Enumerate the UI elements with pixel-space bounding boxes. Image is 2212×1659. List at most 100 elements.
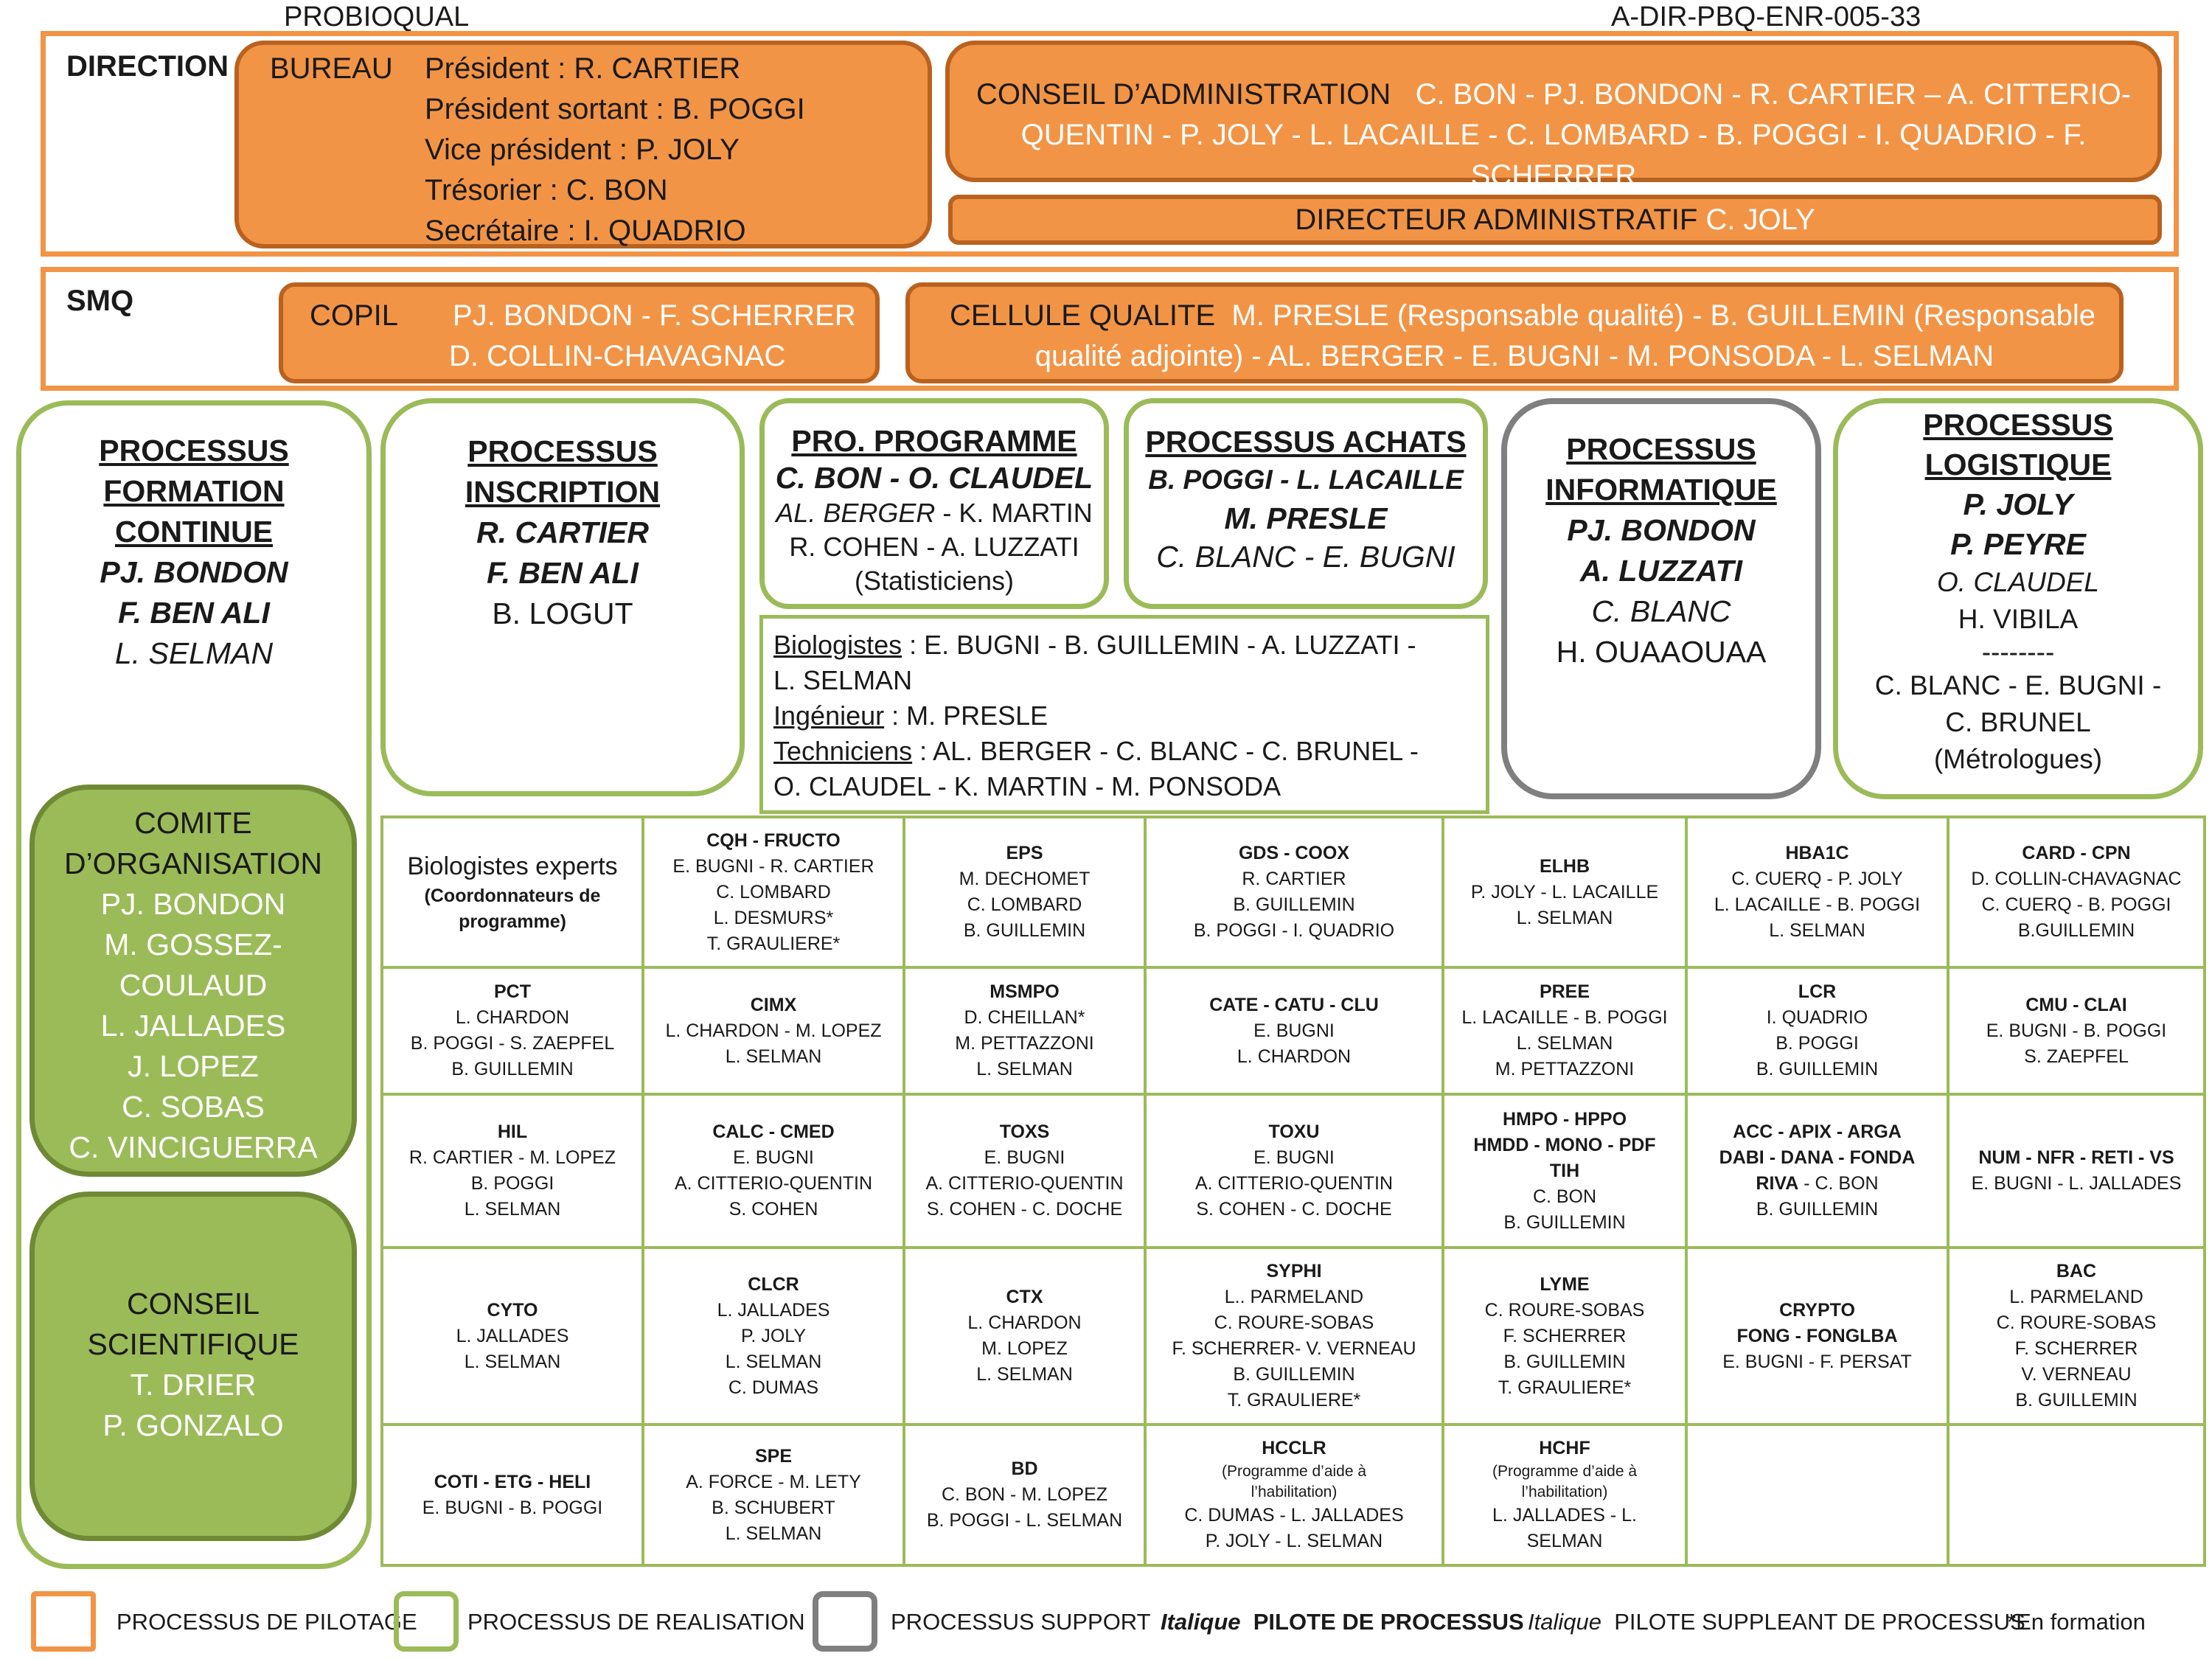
program-expert: B. POGGI - S. ZAEPFEL <box>410 1033 615 1054</box>
bureau-member: Vice président : P. JOLY <box>425 133 740 166</box>
program-code: CMU - CLAI <box>2025 994 2127 1015</box>
processus-inscription: PROCESSUS INSCRIPTION R. CARTIER F. BEN … <box>380 398 745 796</box>
grid-header-title: Biologistes experts <box>407 852 618 880</box>
comite-title: COMITE <box>134 806 252 840</box>
program-expert: F. SCHERRER <box>2014 1338 2138 1359</box>
conseil-scientifique-member: P. GONZALO <box>102 1408 284 1442</box>
staff-content: Biologistes : E. BUGNI - B. GUILLEMIN - … <box>773 627 1419 804</box>
program-expert: L. SELMAN <box>725 1351 822 1372</box>
program-expert: L. SELMAN <box>1516 907 1613 928</box>
legend-realisation-label: PROCESSUS DE REALISATION <box>467 1609 805 1635</box>
programme-note: (Statisticiens) <box>854 566 1015 596</box>
legend-support-swatch <box>813 1591 877 1652</box>
formation-title-line: FORMATION <box>103 474 285 508</box>
program-code: FONG - FONGLBA <box>1736 1325 1898 1346</box>
program-expert: L.. PARMELAND <box>1224 1287 1364 1307</box>
grid-header-cell: Biologistes experts (Coordonnateurs de pr… <box>380 815 644 969</box>
legend-pilotage-swatch <box>31 1591 96 1652</box>
inscription-title-line: PROCESSUS <box>467 434 658 468</box>
copil-members: PJ. BONDON - F. SCHERRER <box>453 299 856 332</box>
program-expert: A. CITTERIO-QUENTIN <box>674 1173 873 1194</box>
program-code: MSMPO <box>990 981 1060 1002</box>
directeur-administratif-box: DIRECTEUR ADMINISTRATIF C. JOLY <box>948 195 2162 245</box>
informatique-member: H. OUAAOUAA <box>1556 635 1767 669</box>
program-expert: A. FORCE - M. LETY <box>686 1471 861 1492</box>
program-expert: L. SELMAN <box>976 1364 1073 1385</box>
program-expert: B. POGGI <box>470 1173 554 1194</box>
program-expert: C. ROURE-SOBAS <box>1214 1312 1374 1333</box>
comite-member: L. JALLADES <box>100 1009 286 1043</box>
achats-pilote: B. POGGI - L. LACAILLE <box>1148 465 1464 495</box>
logistique-member: H. VIBILA <box>1958 604 2079 634</box>
program-expert: A. CITTERIO-QUENTIN <box>925 1173 1124 1194</box>
programme-suppleant: AL. BERGER <box>776 498 936 528</box>
achats-pilote: M. PRESLE <box>1224 501 1388 535</box>
program-code: SPE <box>754 1445 793 1467</box>
program-code: NUM - NFR - RETI - VS <box>1978 1147 2174 1168</box>
program-expert: L. SELMAN <box>725 1046 822 1067</box>
cellule-qualite-members: M. PRESLE (Responsable qualité) - B. GUI… <box>1231 299 2096 332</box>
program-code: CYTO <box>487 1299 538 1321</box>
table-row: Biologistes experts (Coordonnateurs de pr… <box>380 815 2206 969</box>
biologistes-names: : E. BUGNI - B. GUILLEMIN - A. LUZZATI - <box>902 630 1416 660</box>
program-expert: C. LOMBARD <box>967 894 1082 915</box>
conseil-scientifique-box: CONSEIL SCIENTIFIQUE T. DRIER P. GONZALO <box>29 1192 357 1541</box>
legend-support-label: PROCESSUS SUPPORT <box>891 1609 1151 1635</box>
program-expert: L. CHARDON <box>967 1312 1082 1333</box>
ingenieur-line: Ingénieur : M. PRESLE <box>773 698 1419 734</box>
inscription-title-line: INSCRIPTION <box>465 475 661 509</box>
directeur-line: DIRECTEUR ADMINISTRATIF C. JOLY <box>953 200 2157 240</box>
program-expert: B. SCHUBERT <box>712 1497 835 1518</box>
legend-pilotage-label: PROCESSUS DE PILOTAGE <box>116 1609 417 1635</box>
processus-logistique: PROCESSUS LOGISTIQUE P. JOLY P. PEYRE O.… <box>1833 398 2203 799</box>
program-code: HBA1C <box>1785 843 1849 863</box>
program-code: CALC - CMED <box>712 1121 835 1142</box>
logistique-pilote: P. JOLY <box>1963 487 2073 521</box>
program-expert: S. ZAEPFEL <box>2024 1046 2129 1067</box>
techniciens-names: : AL. BERGER - C. BLANC - C. BRUNEL - <box>912 736 1419 766</box>
program-code: ACC - APIX - ARGA <box>1733 1121 1902 1142</box>
program-expert: M. PETTAZZONI <box>1495 1059 1635 1079</box>
bureau-title: BUREAU <box>270 52 393 85</box>
document-reference: A-DIR-PBQ-ENR-005-33 <box>1611 1 1921 32</box>
program-expert: P. JOLY - L. SELMAN <box>1205 1531 1383 1551</box>
logistique-title-line: PROCESSUS <box>1923 408 2113 442</box>
grid-header-subtitle: (Coordonnateurs de programme) <box>424 886 601 932</box>
program-expert: (Programme d’aide à <box>1492 1463 1638 1480</box>
staff-box: Biologistes : E. BUGNI - B. GUILLEMIN - … <box>759 615 1489 814</box>
programme-member: - K. MARTIN <box>935 498 1093 528</box>
conseil-administration-line1: CONSEIL D’ADMINISTRATION C. BON - PJ. BO… <box>950 74 2157 115</box>
copil-title: COPIL <box>310 299 399 332</box>
logistique-note: (Métrologues) <box>1933 744 2103 774</box>
programme-member: R. COHEN - A. LUZZATI <box>789 532 1079 562</box>
copil-members: D. COLLIN-CHAVAGNAC <box>449 340 786 372</box>
program-code: PCT <box>494 981 531 1002</box>
logistique-separator: -------- <box>1981 637 2055 667</box>
legend-pilote-label: PILOTE DE PROCESSUS <box>1253 1609 1524 1635</box>
program-expert: C. ROURE-SOBAS <box>1484 1299 1645 1321</box>
logistique-title-line: LOGISTIQUE <box>1924 448 2112 481</box>
program-code: HIL <box>497 1121 528 1142</box>
program-expert: l’habilitation) <box>1251 1484 1338 1500</box>
program-expert: T. GRAULIERE* <box>1227 1390 1361 1411</box>
smq-label: SMQ <box>66 285 134 317</box>
programme-pilote: C. BON - O. CLAUDEL <box>775 461 1093 495</box>
program-expert: B. GUILLEMIN <box>1503 1211 1626 1233</box>
program-expert: L. SELMAN <box>1769 920 1865 941</box>
legend-suppleant: Italique PILOTE SUPPLEANT DE PROCESSUS <box>1528 1609 2025 1635</box>
formation-pilote: PJ. BONDON <box>100 555 288 589</box>
informatique-pilote: A. LUZZATI <box>1579 554 1743 588</box>
conseil-scientifique-content: CONSEIL SCIENTIFIQUE T. DRIER P. GONZALO <box>35 1284 352 1446</box>
bureau-member: Président sortant : B. POGGI <box>425 93 805 125</box>
cellule-qualite-title: CELLULE QUALITE <box>950 299 1216 332</box>
bureau-member: Trésorier : C. BON <box>425 174 668 206</box>
